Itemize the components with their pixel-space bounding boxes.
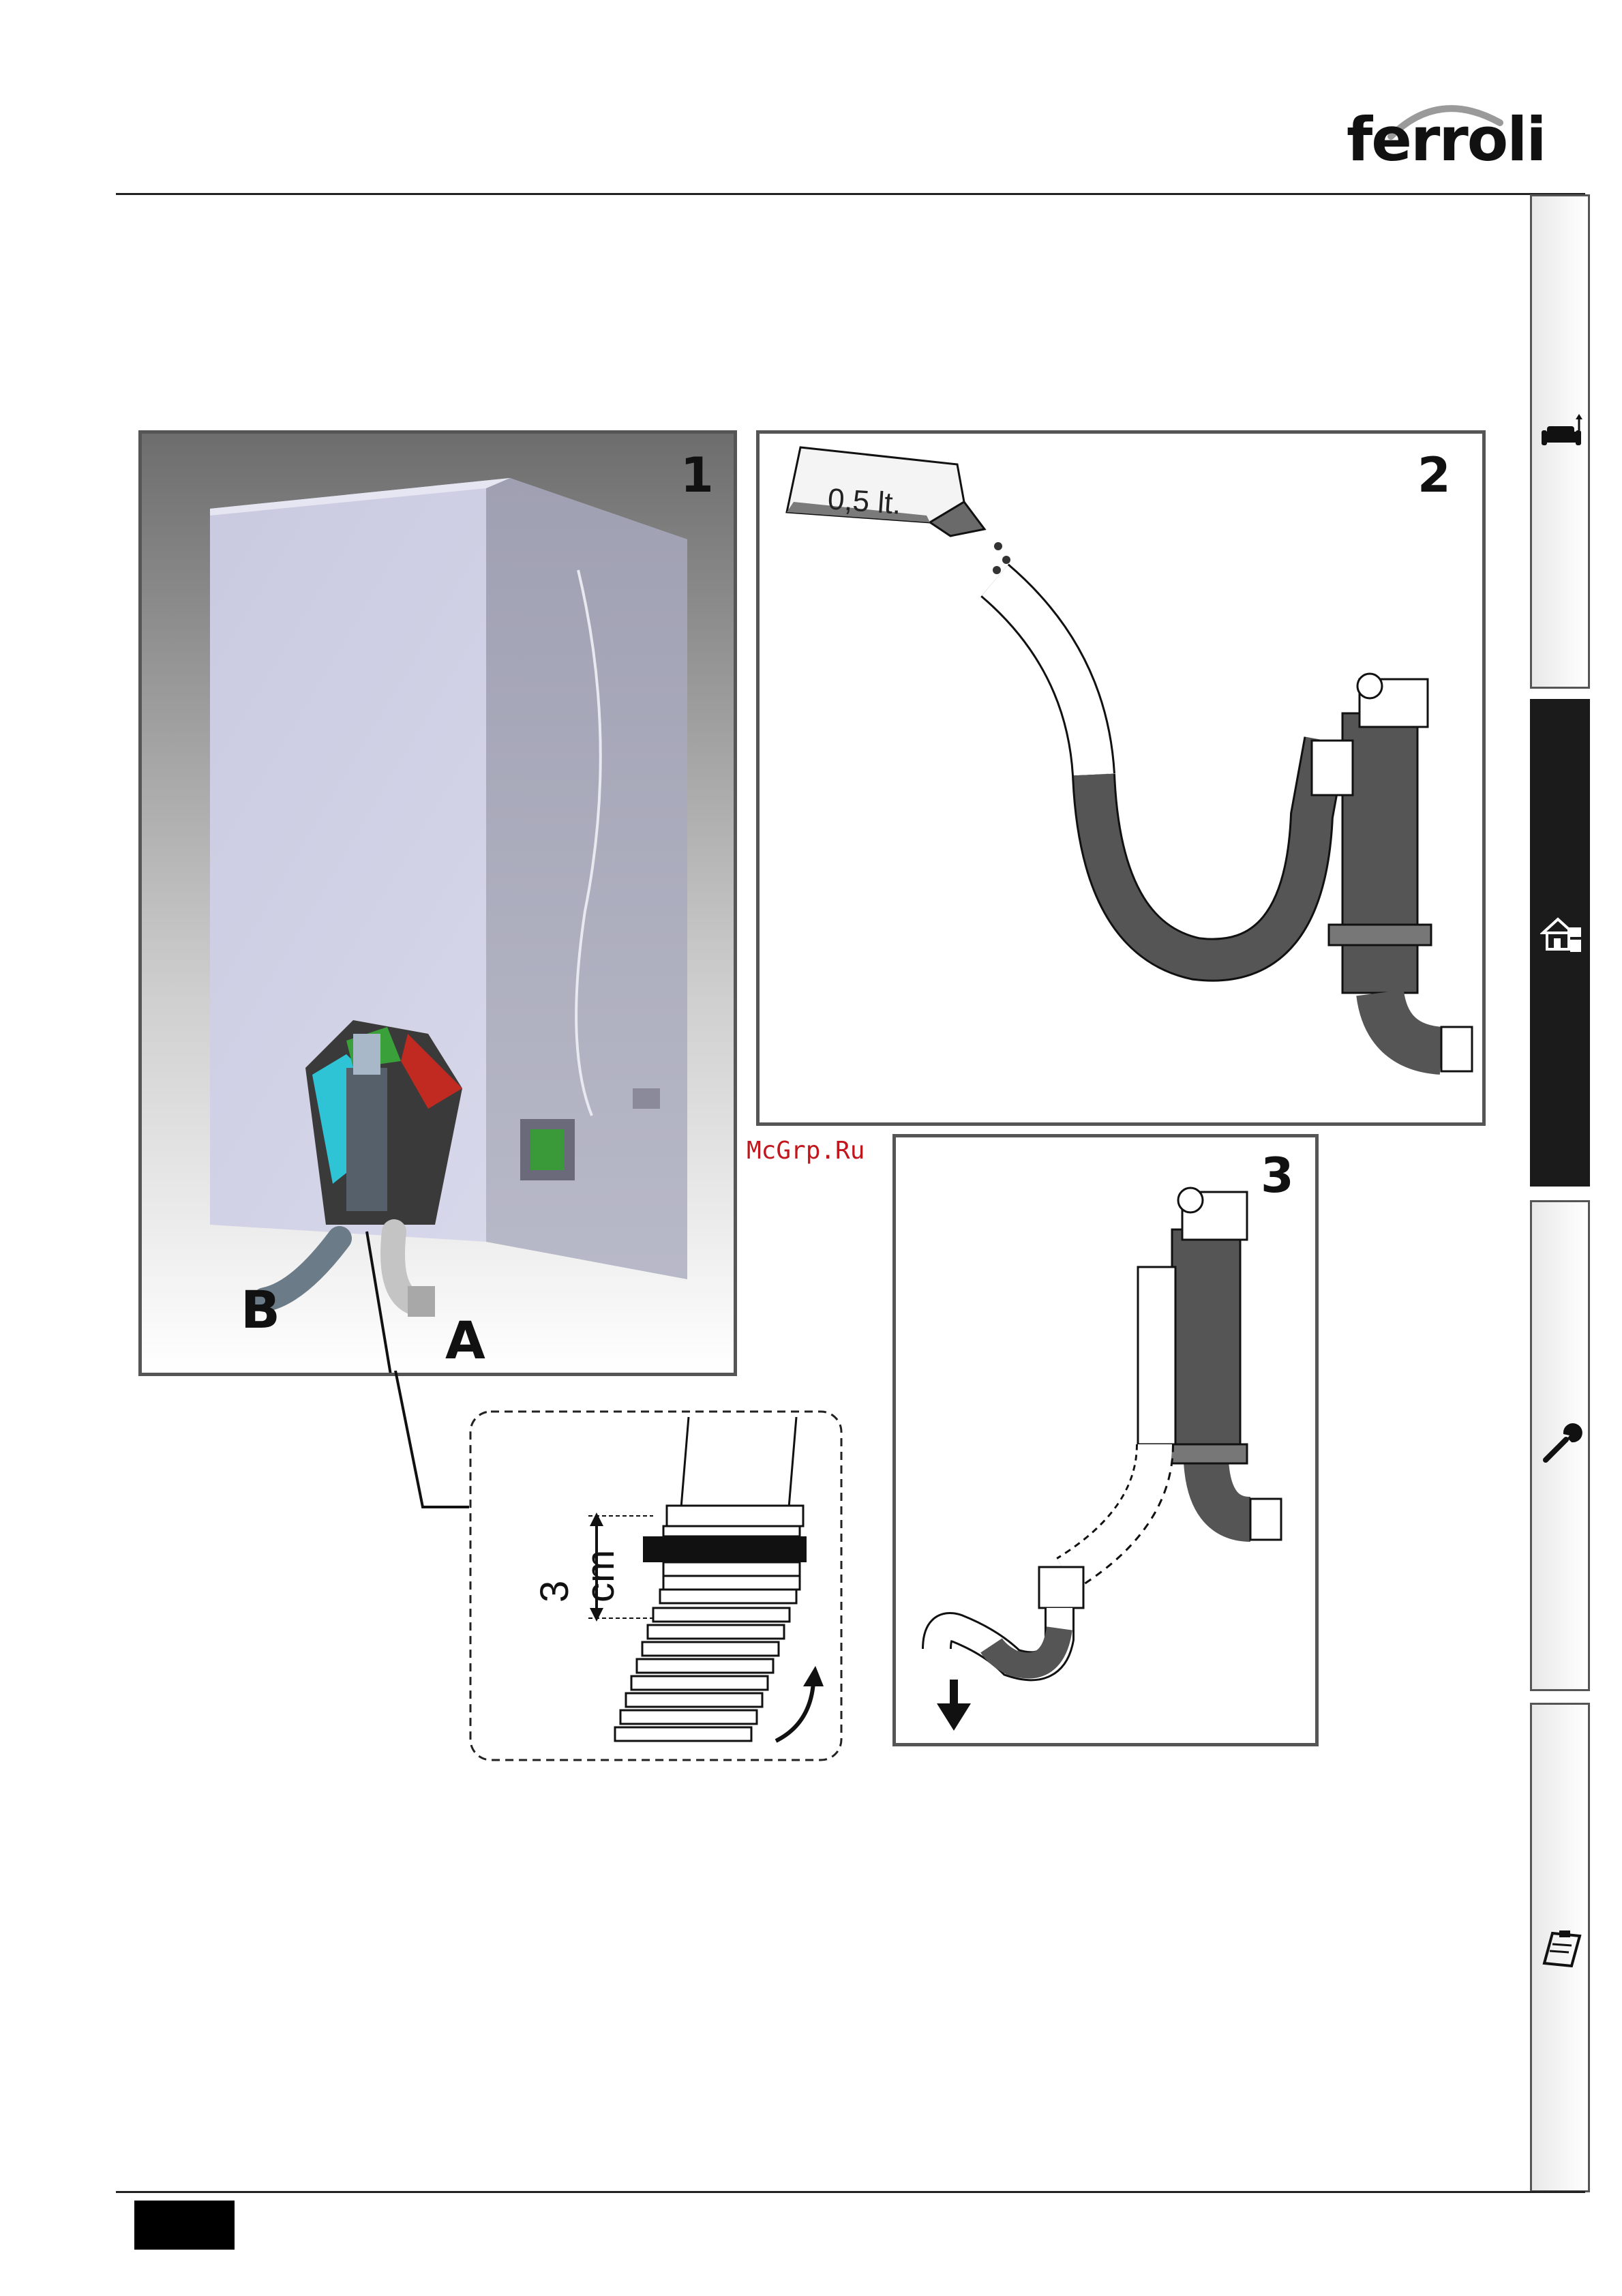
tab-installer[interactable] <box>1530 699 1590 1187</box>
figure-3-connect-drain: 3 <box>892 1134 1319 1746</box>
header-rule <box>116 193 1585 195</box>
page-number-box <box>134 2201 235 2250</box>
ferroli-logo: ferroli <box>1347 102 1510 177</box>
watermark: McGrp.Ru <box>747 1131 897 1172</box>
tab-technical-data[interactable] <box>1530 1703 1590 2192</box>
label-a: A <box>445 1310 485 1371</box>
detail-pointer-line <box>382 1371 477 1541</box>
user-sofa-icon <box>1540 411 1584 455</box>
connect-drain-illustration <box>896 1137 1315 1743</box>
fill-trap-illustration <box>760 434 1482 1122</box>
tab-service[interactable] <box>1530 1200 1590 1691</box>
clipboard-icon <box>1540 1926 1584 1970</box>
bottle-volume-label: 0,5 lt. <box>826 482 902 521</box>
figure-number: 3 <box>1261 1148 1294 1204</box>
wrench-icon <box>1540 1420 1584 1464</box>
figure-number: 2 <box>1417 447 1451 503</box>
label-b: B <box>241 1279 280 1340</box>
footer-rule <box>116 2191 1585 2193</box>
hose-insertion-detail <box>469 1410 843 1761</box>
measure-label: 3 cm <box>532 1521 623 1602</box>
figure-number: 1 <box>680 447 714 503</box>
figure-1-boiler: 1 B A <box>138 430 737 1376</box>
figure-2-fill-trap: 2 0,5 lt. <box>756 430 1486 1126</box>
boiler-illustration <box>142 434 734 1373</box>
installer-house-icon <box>1540 912 1584 956</box>
corrugated-hose-detail <box>469 1410 843 1761</box>
tab-user[interactable] <box>1530 194 1590 689</box>
